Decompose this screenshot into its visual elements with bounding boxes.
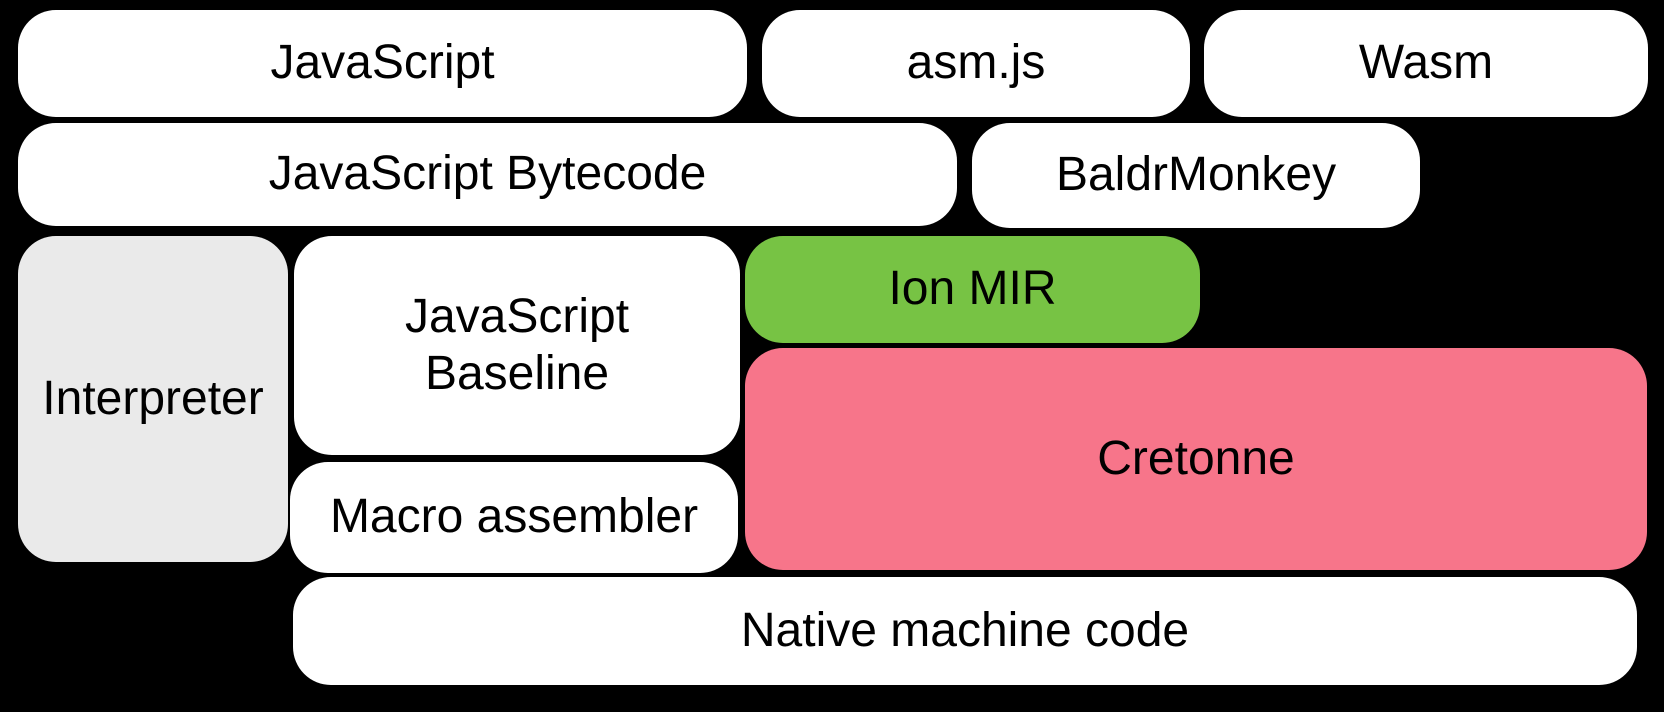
box-asmjs: asm.js: [762, 10, 1190, 117]
box-javascript-baseline: JavaScript Baseline: [294, 236, 740, 455]
box-javascript-bytecode: JavaScript Bytecode: [18, 123, 957, 226]
box-native-machine-code: Native machine code: [293, 577, 1637, 685]
box-javascript-label: JavaScript: [270, 36, 495, 90]
box-macro-assembler: Macro assembler: [290, 462, 738, 573]
box-javascript-baseline-label: JavaScript Baseline: [404, 289, 630, 400]
box-asmjs-label: asm.js: [906, 36, 1046, 90]
box-macro-assembler-label: Macro assembler: [329, 490, 699, 544]
box-cretonne-label: Cretonne: [1097, 431, 1295, 485]
box-ion-mir: Ion MIR: [745, 236, 1200, 343]
box-wasm: Wasm: [1204, 10, 1648, 117]
box-baldrmonkey: BaldrMonkey: [972, 123, 1420, 228]
box-cretonne: Cretonne: [745, 348, 1647, 570]
box-wasm-label: Wasm: [1358, 36, 1494, 90]
box-native-machine-code-label: Native machine code: [740, 603, 1190, 657]
box-javascript: JavaScript: [18, 10, 747, 117]
box-baldrmonkey-label: BaldrMonkey: [1055, 148, 1337, 202]
box-javascript-bytecode-label: JavaScript Bytecode: [268, 147, 707, 201]
box-interpreter-label: Interpreter: [42, 371, 264, 425]
box-interpreter: Interpreter: [18, 236, 288, 562]
box-ion-mir-label: Ion MIR: [888, 262, 1057, 316]
